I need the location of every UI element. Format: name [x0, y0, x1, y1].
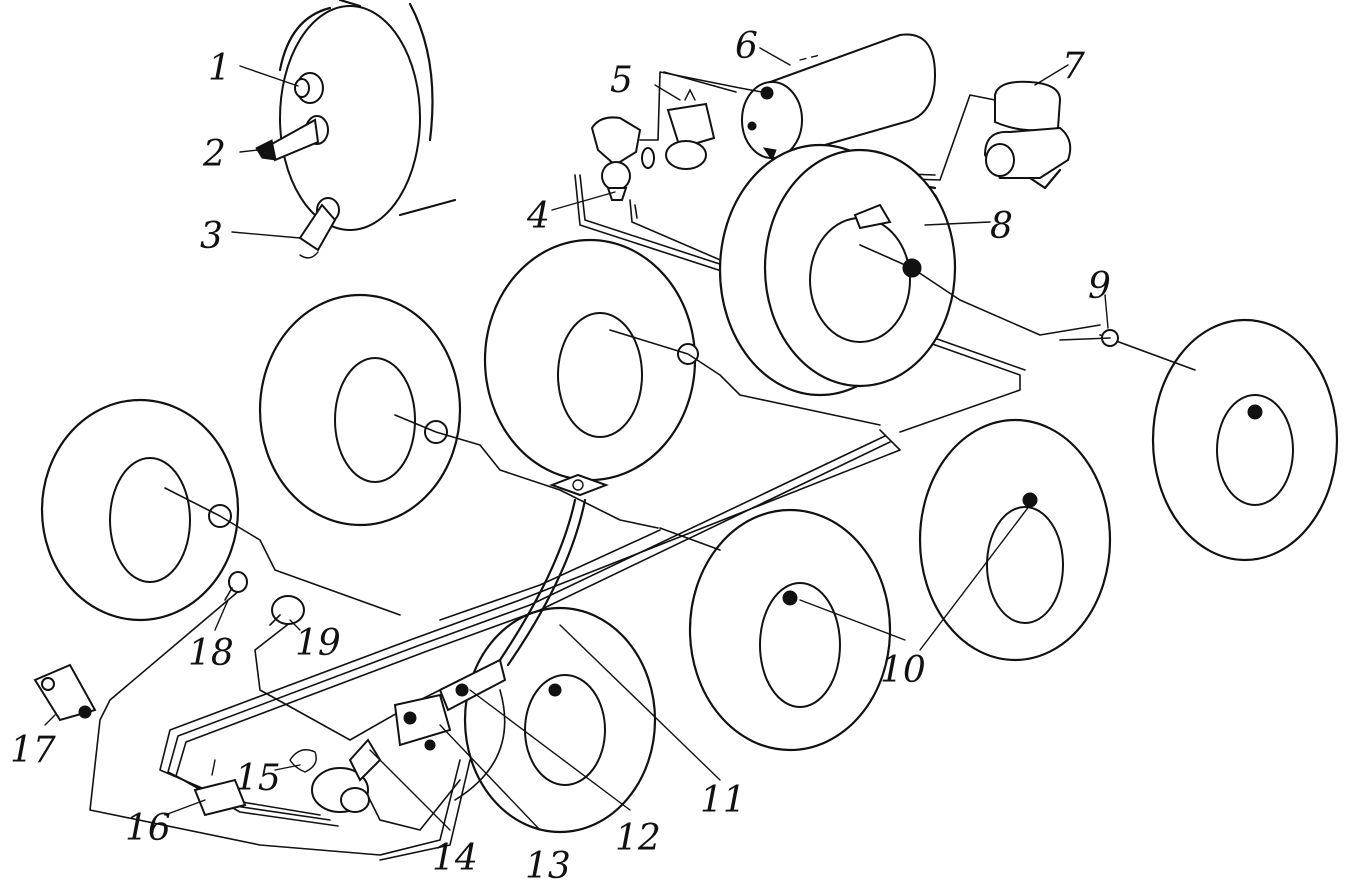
leader-lines [44, 47, 1109, 831]
safety-valve-5 [665, 88, 716, 170]
valve-2 [255, 115, 329, 162]
pressure-regulator-4 [590, 116, 655, 201]
label-6: 6 [735, 26, 758, 67]
wheel-rear-upper [718, 143, 1101, 397]
frame-bracket [549, 473, 609, 497]
valve-1 [294, 72, 324, 104]
tee-fitting-9 [1059, 329, 1119, 347]
wheel-right-far [1099, 318, 1339, 562]
drain-valve-3 [298, 197, 340, 259]
label-13: 13 [525, 846, 571, 887]
label-8: 8 [990, 206, 1013, 247]
coupling-17 [33, 663, 97, 722]
wheel-front-center [463, 606, 657, 834]
wheel-middle-upper [483, 238, 881, 482]
valve-16 [193, 759, 247, 817]
pressure-gauge-18 [224, 571, 248, 601]
brake-valve-12-13 [393, 658, 507, 751]
label-3: 3 [200, 216, 223, 257]
label-12: 12 [615, 818, 661, 859]
wheel-left-middle [258, 293, 659, 529]
label-19: 19 [295, 623, 341, 664]
label-7: 7 [1062, 46, 1085, 87]
label-17: 17 [10, 730, 56, 771]
label-1: 1 [208, 48, 231, 89]
brake-chamber-14 [311, 738, 382, 813]
air-lines-lower [89, 429, 901, 861]
valve-15 [289, 749, 317, 773]
wheel-left-front [40, 398, 401, 622]
callout-labels: 1 2 3 4 5 6 7 8 9 10 11 12 13 14 15 16 1… [10, 26, 1111, 887]
label-4: 4 [526, 196, 550, 237]
label-11: 11 [700, 780, 746, 821]
air-tank-end [278, 0, 457, 231]
wheel-right-front [688, 508, 892, 752]
compressor-7 [983, 80, 1072, 190]
air-receiver-6 [741, 33, 937, 162]
label-14: 14 [432, 838, 478, 879]
pressure-gauge-19 [269, 595, 305, 626]
label-2: 2 [202, 134, 226, 175]
label-10: 10 [880, 650, 926, 691]
label-9: 9 [1088, 266, 1111, 307]
label-15: 15 [235, 758, 281, 799]
label-18: 18 [188, 633, 234, 674]
wheel-right-middle [918, 418, 1112, 662]
label-16: 16 [125, 808, 171, 849]
label-5: 5 [610, 60, 633, 101]
